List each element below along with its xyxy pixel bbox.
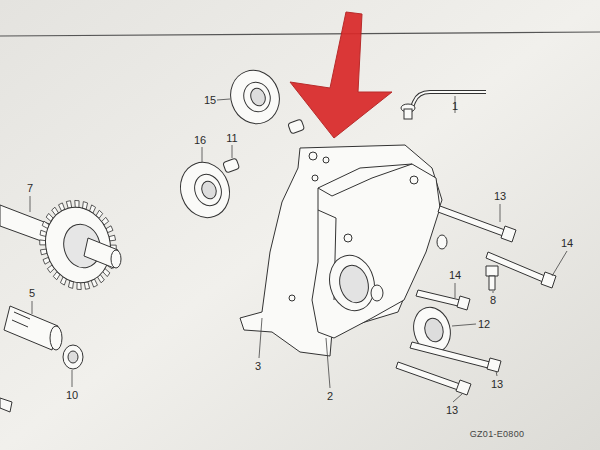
bolt-hole [312, 175, 318, 181]
callout-number: 12 [477, 318, 491, 331]
callout-number: 16 [193, 134, 207, 147]
callout-number: 5 [28, 287, 36, 300]
drawing-code: GZ01-E0800 [469, 429, 526, 440]
callout-number: 7 [26, 182, 34, 195]
callout-number: 8 [489, 294, 497, 307]
callout-number: 13 [493, 190, 507, 203]
drawing [0, 63, 556, 412]
marker-arrow [290, 12, 392, 138]
page-rule [0, 32, 600, 36]
bolt-hole [289, 295, 295, 301]
callout-number: 2 [326, 390, 334, 403]
bolt-hole [309, 152, 317, 160]
gear-shaft [0, 200, 121, 290]
bolt [486, 266, 498, 290]
bolt-hole [410, 176, 418, 184]
bolt [410, 342, 501, 372]
bolt [486, 252, 556, 288]
callout-number: 1 [451, 100, 459, 113]
callout-number: 14 [448, 269, 462, 282]
bolt-hole [437, 235, 447, 249]
seal-seat [336, 262, 373, 306]
gear-tooth [40, 240, 46, 245]
bolt [416, 290, 470, 310]
gear-tooth [66, 201, 71, 209]
cover-edge [318, 164, 412, 196]
callout-number: 3 [254, 360, 262, 373]
dowel-pin [223, 158, 240, 173]
bolt [0, 398, 12, 412]
washer [63, 345, 83, 369]
seal-seat [324, 250, 381, 315]
gear-tooth [84, 282, 89, 290]
callout-number: 14 [560, 237, 574, 250]
spline-shaft [4, 306, 62, 350]
bolt-hole [371, 285, 383, 301]
dowel-pin [288, 119, 305, 134]
callout-number: 15 [203, 94, 217, 107]
bolt-hole [323, 157, 329, 163]
bolt-hole [344, 234, 352, 242]
callout-number: 11 [225, 132, 238, 145]
callout-number: 13 [490, 378, 504, 391]
gasket-plate [240, 145, 442, 356]
bolt [396, 362, 471, 395]
pipe [401, 92, 486, 119]
bolt [438, 206, 516, 242]
gear-tooth [77, 282, 81, 289]
callout-number: 10 [65, 389, 79, 402]
bearing [223, 63, 287, 130]
leader-lines [30, 96, 567, 402]
gear-tooth [75, 200, 79, 207]
callout-number: 13 [445, 404, 459, 417]
